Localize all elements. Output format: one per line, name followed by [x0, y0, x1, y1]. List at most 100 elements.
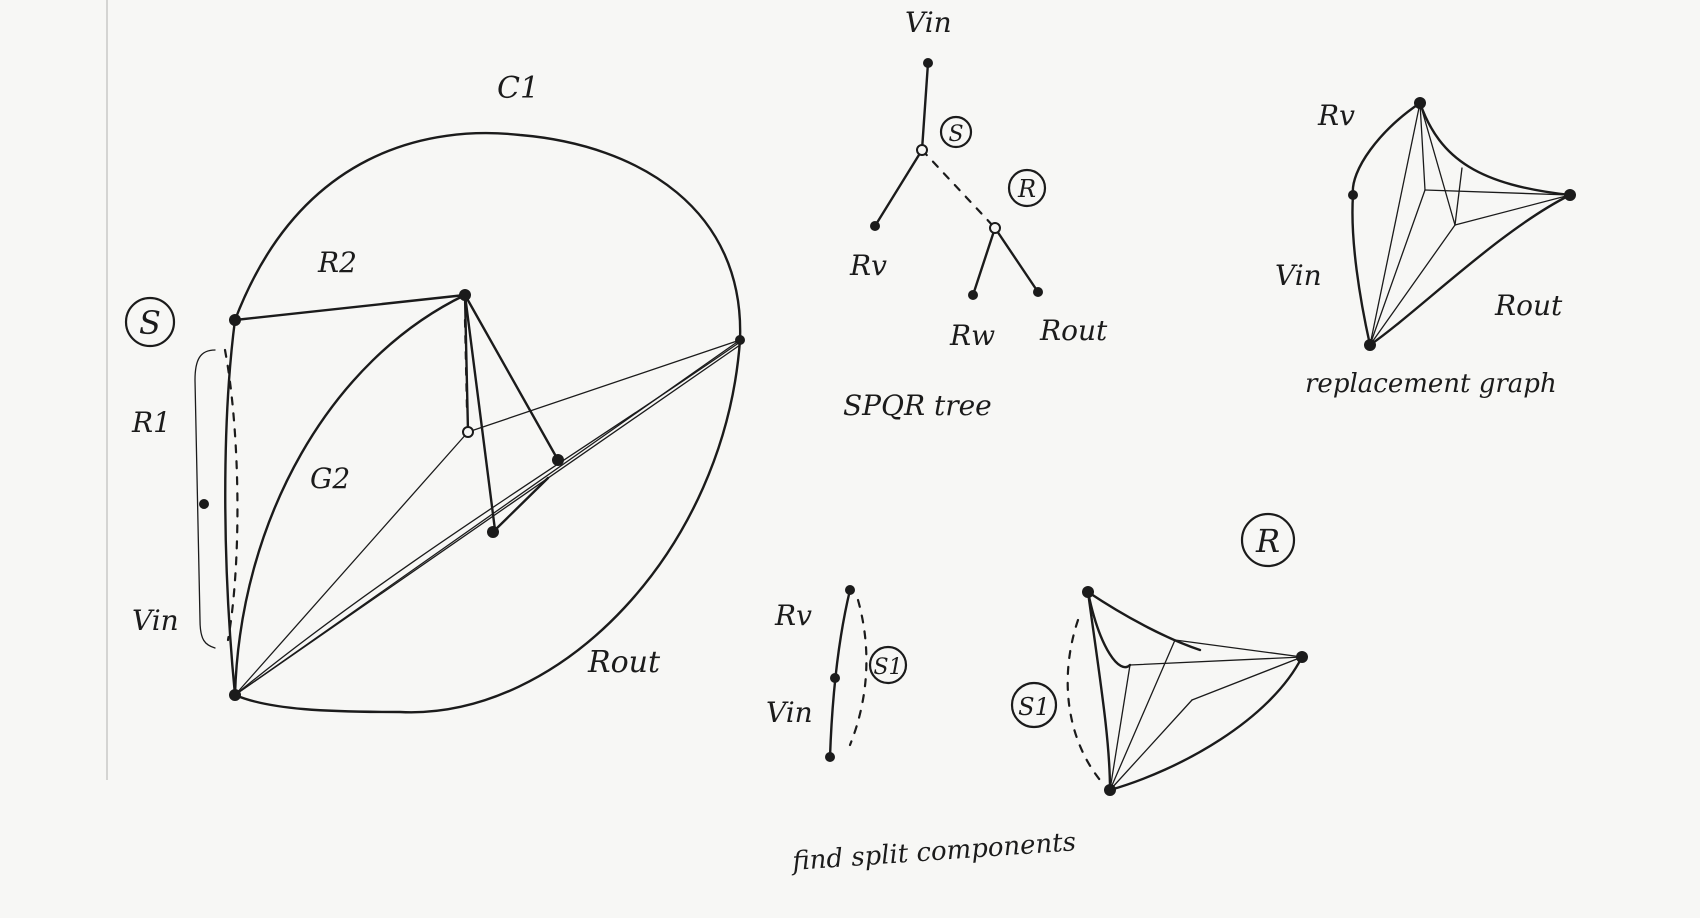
rep-edge-top-right — [1418, 101, 1572, 197]
rep-thin-5 — [1369, 189, 1426, 346]
split-caption: find split components — [789, 827, 1077, 877]
tree-label-r: R — [1017, 175, 1036, 203]
split-label-s1-b: S1 — [1018, 693, 1050, 721]
r-comp-thin-3 — [1109, 664, 1131, 791]
r-comp-thin-2 — [1109, 639, 1176, 791]
split-label-rv: Rv — [774, 599, 812, 632]
thin-edge-5 — [234, 341, 741, 696]
edge-top-low — [463, 293, 497, 532]
tree-label-vin: Vin — [905, 6, 952, 39]
label-r1: R1 — [131, 406, 171, 439]
edge-g2 — [233, 293, 467, 697]
split-s1-node-bottom — [825, 752, 835, 762]
tree-edge-s-rv — [873, 148, 924, 228]
left-side-edge — [224, 318, 237, 697]
label-rout: Rout — [587, 645, 661, 680]
edge-top-right — [463, 293, 560, 462]
r-comp-dashed — [1066, 618, 1102, 782]
rep-edge-top-vin — [1351, 101, 1422, 197]
r-comp-node-right — [1296, 651, 1308, 663]
bracket-r1 — [194, 349, 216, 649]
split-label-r: R — [1255, 522, 1280, 560]
split-s1-node-mid — [830, 673, 840, 683]
r-comp-edge-bottom-right — [1108, 655, 1304, 792]
r-comp-thin-5 — [1109, 699, 1193, 791]
rep-caption: replacement graph — [1305, 369, 1557, 399]
tree-label-rv: Rv — [849, 249, 887, 282]
tree-label-rout: Rout — [1039, 314, 1108, 347]
edge-top-mid — [463, 293, 470, 434]
replacement-graph: Rv Vin Rout replacement graph — [1275, 97, 1576, 399]
thin-edge-1 — [467, 339, 741, 433]
tree-edge-r-rout — [993, 226, 1040, 294]
edge-r2 — [233, 293, 467, 322]
rep-thin-7 — [1454, 194, 1571, 226]
label-c1: C1 — [497, 71, 539, 106]
vertex-right — [735, 335, 745, 345]
rep-thin-3 — [1369, 102, 1421, 346]
vertex-inner-hollow — [462, 426, 474, 438]
rep-label-rout: Rout — [1494, 289, 1563, 322]
rep-node-top — [1414, 97, 1426, 109]
tree-edge-s-r — [920, 148, 997, 230]
tree-node-s — [916, 144, 928, 156]
split-label-vin: Vin — [766, 696, 813, 729]
rep-thin-6 — [1369, 224, 1456, 346]
split-circle-s1-b — [1010, 681, 1058, 729]
thin-edge-4 — [234, 431, 469, 696]
label-g2: G2 — [310, 462, 350, 495]
r-comp-thin-6 — [1191, 656, 1303, 701]
split-components: Rv Vin S1 S1 R find split components — [766, 512, 1308, 877]
rep-label-rv: Rv — [1317, 99, 1355, 132]
rep-thin-2 — [1419, 102, 1456, 226]
rep-edge-bottom-right — [1368, 193, 1572, 347]
r-comp-edge-top-inner — [1086, 590, 1132, 669]
tree-node-rout — [1033, 287, 1043, 297]
r-comp-node-top — [1082, 586, 1094, 598]
spqr-tree: Vin S R Rv Rw Rout SPQR tree — [843, 6, 1108, 422]
split-s1-dashed — [848, 598, 868, 747]
rep-node-bottom — [1364, 339, 1376, 351]
label-vin: Vin — [132, 604, 179, 637]
tree-edge-vin-s — [920, 61, 930, 152]
tree-caption: SPQR tree — [843, 389, 992, 422]
rep-node-right — [1564, 189, 1576, 201]
dashed-edge-inner — [463, 318, 469, 412]
split-s1-edge — [828, 588, 852, 759]
rep-node-left — [1348, 190, 1358, 200]
r-comp-edge-top-bottom — [1086, 590, 1112, 792]
r-comp-thin-1 — [1129, 656, 1303, 666]
rep-thin-1 — [1419, 102, 1426, 191]
vertex-top — [459, 289, 471, 301]
rep-thin-4 — [1424, 189, 1571, 196]
dashed-edge-s — [223, 348, 239, 642]
vertex-inner-low — [487, 526, 499, 538]
tree-node-rw — [968, 290, 978, 300]
split-circle-s1-a — [868, 645, 908, 685]
rep-label-vin: Vin — [1275, 259, 1322, 292]
rep-thin-8 — [1454, 167, 1463, 226]
tree-edge-r-rw — [971, 226, 997, 297]
tree-label-rw: Rw — [949, 319, 995, 352]
split-circle-r — [1240, 512, 1296, 568]
tree-circle-r — [1007, 168, 1047, 208]
label-r2: R2 — [317, 246, 357, 279]
outer-arc-rout — [233, 338, 742, 714]
split-label-s1-a: S1 — [873, 655, 902, 680]
rep-edge-vin-bottom — [1351, 193, 1372, 347]
tree-node-r — [989, 222, 1001, 234]
label-s: S — [139, 304, 161, 342]
r-comp-node-bottom — [1104, 784, 1116, 796]
r-comp-edge-top-mid — [1086, 590, 1202, 652]
thin-edge-3 — [234, 344, 741, 696]
vertex-inner-right — [552, 454, 564, 466]
circle-s — [124, 296, 176, 348]
outer-arc-c1 — [233, 131, 742, 342]
main-graph: C1 S R1 R2 G2 Vin Rout — [124, 71, 745, 714]
vertex-top-left — [229, 314, 241, 326]
tree-node-rv — [870, 221, 880, 231]
vertex-bottom-left — [229, 689, 241, 701]
r-comp-thin-4 — [1174, 639, 1303, 658]
vertex-r1 — [199, 499, 209, 509]
